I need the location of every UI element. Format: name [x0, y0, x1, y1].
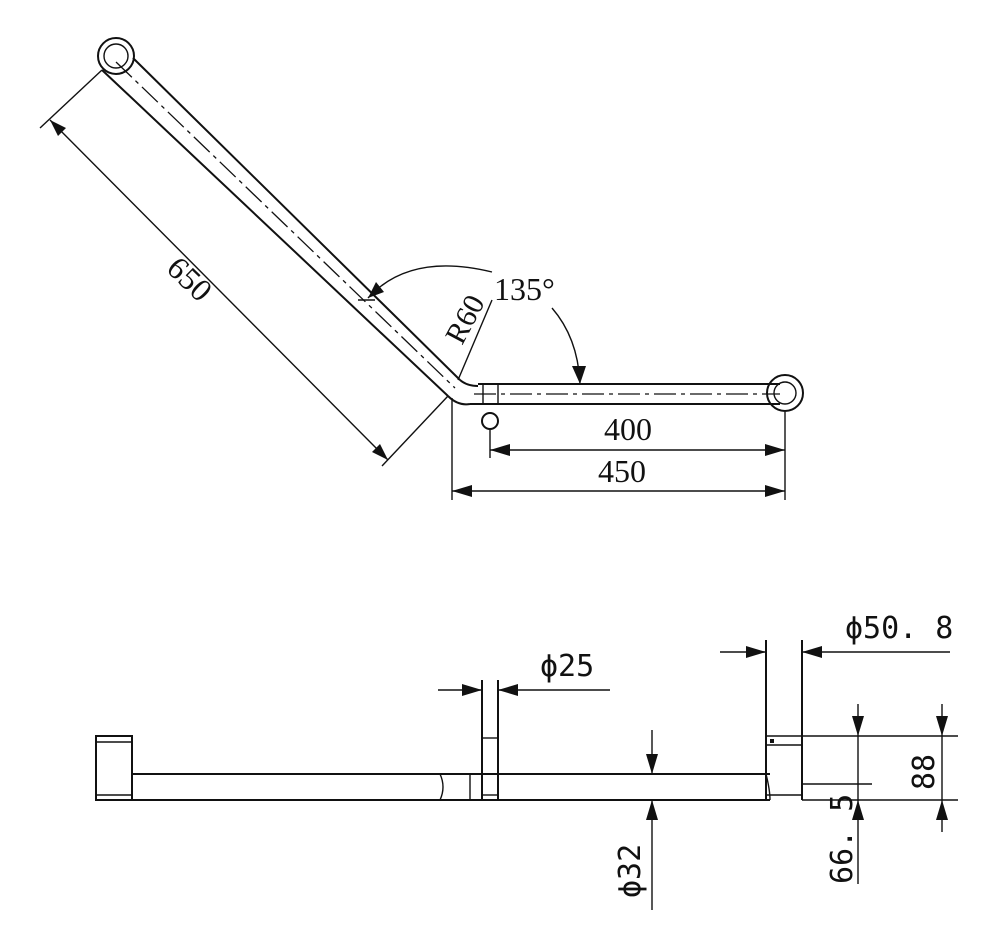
dim-135: 135° [367, 265, 586, 385]
dim-450: 450 [451, 398, 785, 500]
dim-88: 88 [802, 704, 958, 832]
top-view: 650 R60 135° 400 [39, 37, 804, 500]
horizontal-tube [470, 383, 780, 405]
dim-phi25-label: ϕ25 [540, 649, 594, 684]
dim-phi25: ϕ25 [438, 649, 610, 696]
end-flange-right [766, 374, 804, 412]
bend-inner [459, 379, 479, 387]
bend-outer [447, 395, 471, 406]
dim-650: 650 [39, 69, 449, 467]
dim-88-label: 88 [907, 754, 942, 790]
dim-400-label: 400 [604, 411, 652, 447]
side-flange-right [765, 640, 803, 801]
dim-phi32-label: ϕ32 [613, 844, 648, 898]
support-post-circle [481, 412, 499, 430]
side-tube [132, 773, 770, 801]
dim-450-label: 450 [598, 453, 646, 489]
dim-135-label: 135° [494, 271, 555, 307]
side-view: ϕ25 ϕ50. 8 ϕ32 88 [95, 611, 958, 910]
dim-r60-label: R60 [439, 290, 492, 350]
end-flange-left [97, 37, 135, 75]
side-flange-left [95, 735, 133, 801]
dim-phi32: ϕ32 [613, 730, 658, 910]
dim-66-5: 66. 5 [802, 704, 872, 884]
dim-phi50-8-label: ϕ50. 8 [845, 611, 953, 646]
dim-66-5-label: 66. 5 [825, 794, 860, 884]
angled-tube [101, 57, 461, 397]
dim-phi50-8: ϕ50. 8 [720, 611, 953, 658]
dim-400: 400 [489, 411, 786, 500]
dim-650-label: 650 [160, 249, 220, 308]
side-support-post [481, 680, 499, 800]
